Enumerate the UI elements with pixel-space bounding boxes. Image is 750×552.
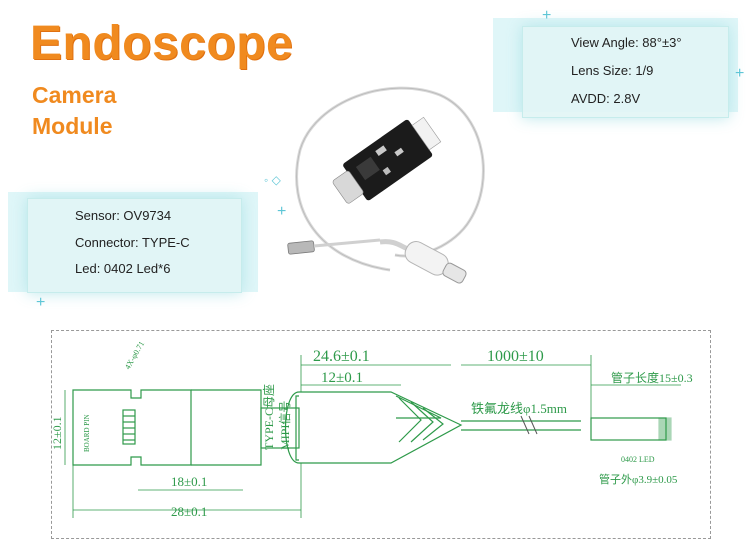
dim-tube-length: 管子长度15±0.3 [611, 370, 693, 385]
camera-tube [590, 417, 667, 441]
spec-left-box [27, 198, 242, 293]
mipi-label: MIPI信号 [278, 401, 292, 450]
sensor-text: Sensor: OV9734 [75, 208, 172, 223]
plus-icon: + [36, 294, 46, 311]
pin-header [122, 409, 136, 445]
molded-housing [285, 391, 463, 464]
plus-icon: + [542, 7, 552, 24]
dim-inner-top: 12±0.1 [321, 370, 363, 386]
led-text: Led: 0402 Led*6 [75, 261, 171, 276]
tube-diameter: 管子外φ3.9±0.05 [599, 472, 678, 486]
typec-label: TYPE-C母座 [261, 384, 276, 450]
connector-text: Connector: TYPE-C [75, 235, 190, 250]
view-angle-text: View Angle: 88°±3° [571, 35, 682, 50]
technical-drawing: 24.6±0.1 12±0.1 1000±10 管子长度15±0.3 铁氟龙线φ… [51, 340, 693, 519]
usb-c-plug [404, 241, 467, 284]
dim-bottom-inner: 18±0.1 [171, 474, 207, 489]
spec-right-box [522, 26, 729, 118]
subtitle-module: Module [32, 113, 113, 139]
dim-cable-length: 1000±10 [487, 348, 544, 365]
subtitle-camera: Camera [32, 82, 117, 108]
avdd-text: AVDD: 2.8V [571, 91, 641, 106]
technical-drawing-frame [51, 330, 711, 539]
lens-tube [287, 240, 315, 255]
circle-icon: ◦ ◇ [264, 173, 281, 187]
cable-label: 铁氟龙线φ1.5mm [471, 401, 567, 416]
dim-height: 12±0.1 [51, 416, 64, 450]
dim-total-top: 24.6±0.1 [313, 348, 370, 365]
pcb-board [332, 116, 442, 204]
plus-icon: + [735, 65, 745, 82]
led-label: 0402 LED [621, 455, 655, 464]
product-title: Endoscope [30, 17, 294, 70]
hole-label: 4X-φ0.71 [123, 340, 146, 371]
board-pin-label: BOARD PIN [83, 414, 91, 452]
typec-socket [260, 407, 300, 449]
plus-icon: + [277, 203, 287, 220]
lens-size-text: Lens Size: 1/9 [571, 63, 654, 78]
product-photo [287, 86, 485, 284]
dim-bottom-total: 28±0.1 [171, 504, 207, 519]
